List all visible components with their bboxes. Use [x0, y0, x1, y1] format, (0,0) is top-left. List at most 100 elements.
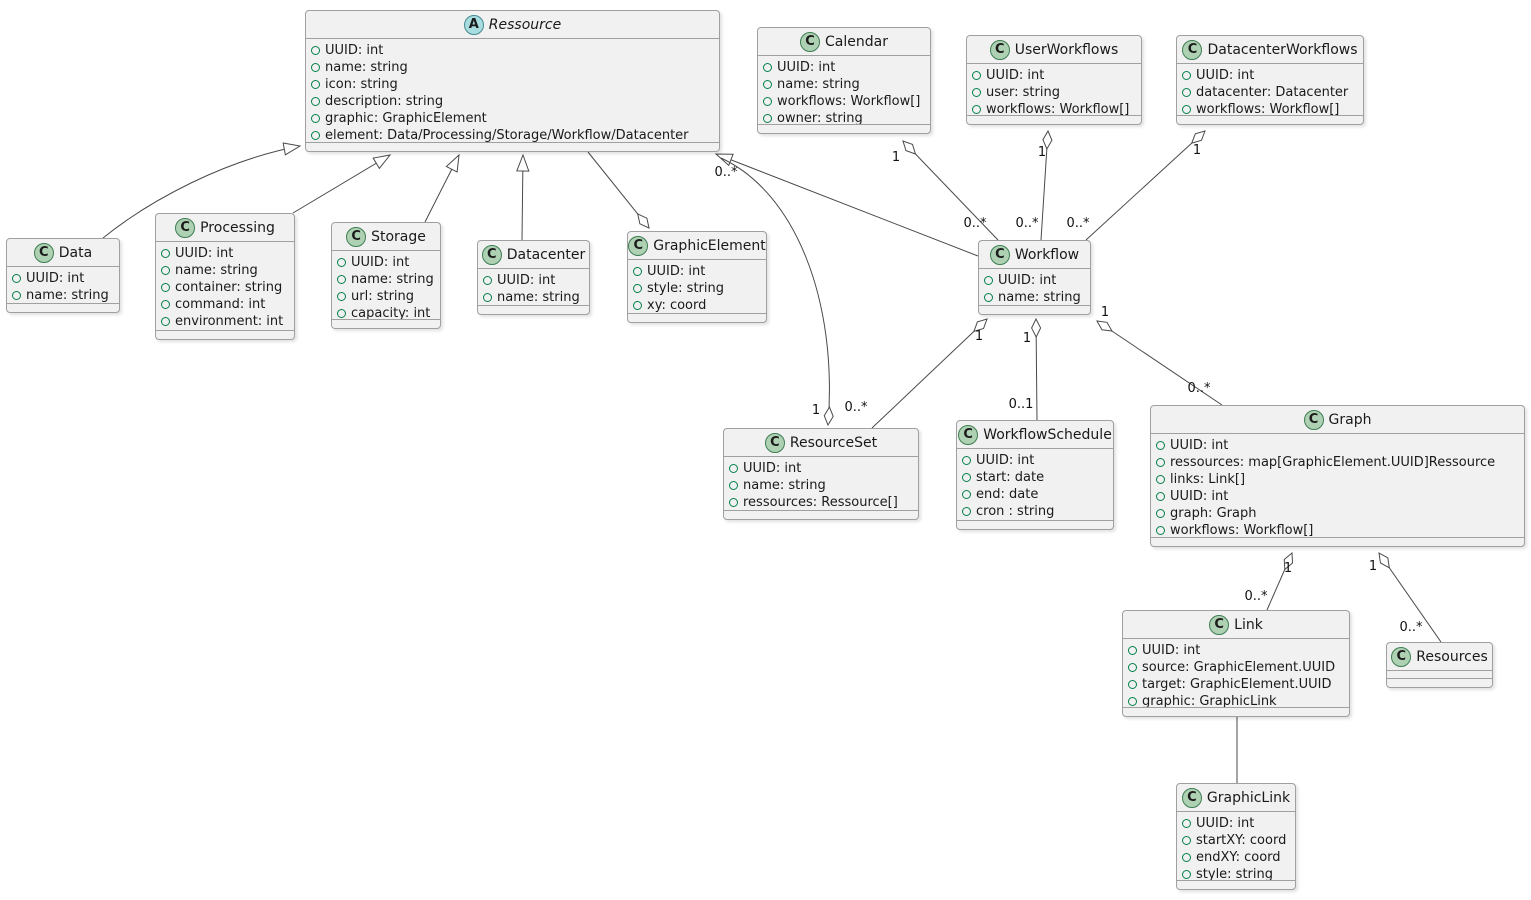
edge-calendar-aggregates-workflow — [903, 141, 999, 241]
edge-data-extends-ressource — [102, 142, 302, 239]
attribute-text: url: string — [351, 289, 415, 304]
attribute-row: icon: string — [311, 76, 714, 93]
attribute-row: start: date — [962, 469, 1108, 486]
attribute-row: UUID: int — [984, 272, 1085, 289]
field-visibility-icon — [311, 97, 320, 106]
field-visibility-icon — [161, 249, 170, 258]
attribute-row: style: string — [1182, 866, 1290, 880]
attribute-row: startXY: coord — [1182, 832, 1290, 849]
field-visibility-icon — [337, 309, 346, 318]
class-icon: C — [764, 432, 785, 453]
attribute-row: xy: coord — [633, 297, 761, 313]
field-visibility-icon — [337, 292, 346, 301]
class-name: Storage — [371, 228, 426, 245]
field-visibility-icon — [633, 267, 642, 276]
attribute-row: UUID: int — [12, 270, 114, 287]
field-visibility-icon — [1156, 475, 1165, 484]
field-visibility-icon — [311, 63, 320, 72]
attribute-text: datacenter: Datacenter — [1196, 85, 1349, 100]
attribute-row: element: Data/Processing/Storage/Workflo… — [311, 127, 714, 142]
attribute-row: ressources: Ressource[] — [729, 494, 913, 510]
class-attributes — [1387, 671, 1492, 678]
attribute-text: source: GraphicElement.UUID — [1142, 660, 1336, 675]
field-visibility-icon — [962, 456, 971, 465]
class-icon: C — [1303, 409, 1324, 430]
field-visibility-icon — [161, 283, 170, 292]
field-visibility-icon — [311, 114, 320, 123]
attribute-row: source: GraphicElement.UUID — [1128, 659, 1344, 676]
edge-graph-aggregates-link — [1266, 553, 1292, 611]
field-visibility-icon — [729, 498, 738, 507]
attribute-text: links: Link[] — [1170, 472, 1246, 487]
multiplicity-label: 1 — [1369, 559, 1377, 574]
class-methods-compartment — [1177, 115, 1363, 124]
attribute-text: UUID: int — [1170, 438, 1229, 453]
attribute-text: target: GraphicElement.UUID — [1142, 677, 1332, 692]
field-visibility-icon — [763, 80, 772, 89]
attribute-text: graphic: GraphicLink — [1142, 694, 1277, 707]
field-visibility-icon — [1128, 646, 1137, 655]
attribute-text: name: string — [998, 290, 1081, 305]
multiplicity-label: 1 — [1038, 145, 1046, 160]
attribute-text: workflows: Workflow[] — [777, 94, 921, 109]
attribute-text: container: string — [175, 280, 283, 295]
attribute-text: start: date — [976, 470, 1045, 485]
class-methods-compartment — [332, 319, 440, 328]
attribute-text: name: string — [743, 478, 826, 493]
field-visibility-icon — [483, 293, 492, 302]
attribute-row: UUID: int — [161, 245, 289, 262]
edge-graph-aggregates-resources — [1379, 553, 1442, 643]
attribute-row: name: string — [161, 262, 289, 279]
attribute-row: name: string — [337, 271, 435, 288]
attribute-row: name: string — [483, 289, 584, 305]
attribute-text: name: string — [351, 272, 434, 287]
field-visibility-icon — [962, 507, 971, 516]
class-name: Link — [1234, 616, 1263, 633]
class-icon: C — [481, 244, 502, 265]
field-visibility-icon — [161, 266, 170, 275]
multiplicity-label: 0..* — [1399, 620, 1423, 635]
attribute-text: ressources: Ressource[] — [743, 495, 898, 510]
class-name: GraphicLink — [1206, 789, 1291, 806]
attribute-row: end: date — [962, 486, 1108, 503]
field-visibility-icon — [337, 258, 346, 267]
class-icon: C — [989, 39, 1010, 60]
attribute-row: UUID: int — [1156, 488, 1519, 505]
attribute-text: UUID: int — [351, 255, 410, 270]
field-visibility-icon — [1182, 71, 1191, 80]
field-visibility-icon — [1128, 697, 1137, 706]
edge-ressource-graphicelement — [587, 151, 649, 228]
attribute-text: cron : string — [976, 504, 1055, 519]
attribute-row: graph: Graph — [1156, 505, 1519, 522]
field-visibility-icon — [311, 131, 320, 140]
field-visibility-icon — [1128, 680, 1137, 689]
attribute-row: UUID: int — [311, 42, 714, 59]
class-name: Resources — [1416, 648, 1488, 665]
attribute-text: capacity: int — [351, 306, 431, 319]
attribute-text: UUID: int — [1196, 68, 1255, 83]
attribute-row: links: Link[] — [1156, 471, 1519, 488]
class-name: GraphicElement — [653, 237, 766, 254]
field-visibility-icon — [1182, 836, 1191, 845]
attribute-row: UUID: int — [763, 59, 925, 76]
attribute-row: UUID: int — [972, 67, 1136, 84]
attribute-text: graph: Graph — [1170, 506, 1257, 521]
field-visibility-icon — [763, 114, 772, 123]
attribute-row: name: string — [763, 76, 925, 93]
edge-resourceset-aggregates-ressource — [720, 157, 829, 425]
class-name: Workflow — [1014, 246, 1080, 263]
field-visibility-icon — [1156, 458, 1165, 467]
attribute-text: workflows: Workflow[] — [986, 102, 1130, 115]
attribute-row: graphic: GraphicElement — [311, 110, 714, 127]
